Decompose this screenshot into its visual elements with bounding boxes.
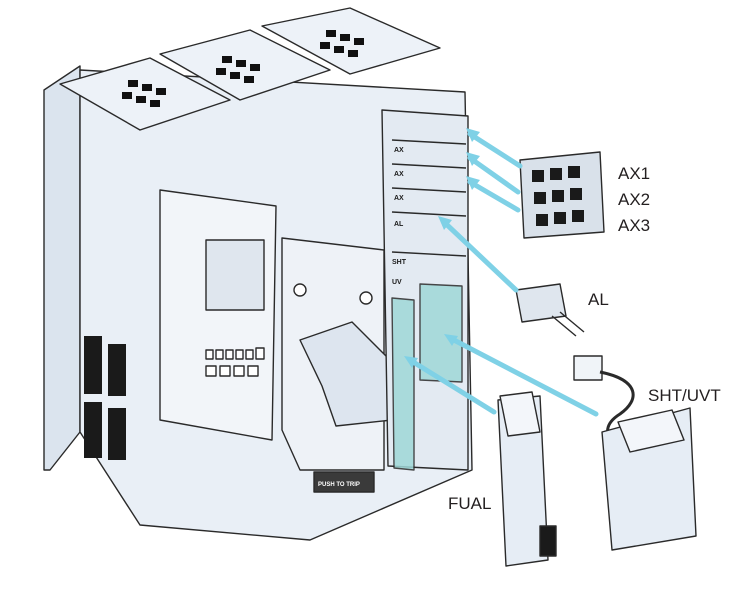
alarm-switch-accessory <box>515 283 585 337</box>
fual-terminal <box>539 525 557 557</box>
slot-mark-ax-1: AX <box>394 147 404 154</box>
sht-uvt-slot <box>419 283 463 383</box>
arrow-al <box>441 219 519 293</box>
trip-unit-module <box>159 189 277 441</box>
label-sht-uvt: SHT/UVT <box>648 386 721 405</box>
mechanism-screw <box>359 291 373 305</box>
fual-head <box>499 391 541 437</box>
terminal-screw-grid <box>122 30 364 107</box>
slot-mark-ax-2: AX <box>394 171 404 178</box>
trip-unit-housing <box>159 189 277 441</box>
circuit-breaker-body <box>43 7 473 541</box>
top-terminal-blocks <box>59 7 441 131</box>
al-lead <box>551 315 577 337</box>
arrow-fual <box>407 357 497 415</box>
coil-top <box>617 409 685 453</box>
mechanism-screw <box>293 283 307 297</box>
terminal-block-3 <box>261 7 441 75</box>
trip-unit-display <box>205 239 265 311</box>
fual-accessory <box>497 391 557 567</box>
arrow-ax1 <box>467 131 523 169</box>
coil-connector <box>573 355 603 381</box>
label-fual: FUAL <box>448 494 492 513</box>
push-to-trip-button <box>313 471 375 493</box>
device-marks: AX AX AX AL SHT UV PUSH TO TRIP <box>318 147 407 488</box>
al-lead <box>559 311 585 333</box>
accessory-compartment <box>381 109 469 471</box>
slot-mark-sht: SHT <box>392 259 407 266</box>
auxiliary-contact-block <box>519 151 605 239</box>
terminal-block-1 <box>59 57 231 131</box>
push-to-trip-label: PUSH TO TRIP <box>318 482 360 488</box>
mounting-arrows <box>404 128 599 417</box>
arrow-sht-uvt <box>447 335 599 417</box>
side-label-panels <box>84 336 126 460</box>
label-al: AL <box>588 290 609 309</box>
slot-mark-al: AL <box>394 221 404 228</box>
label-ax1: AX1 <box>618 164 651 183</box>
label-ax3: AX3 <box>618 216 651 235</box>
slot-mark-uv: UV <box>392 279 402 286</box>
arrow-ax3 <box>467 179 521 213</box>
trip-unit-buttons <box>205 347 265 377</box>
slot-mark-ax-3: AX <box>394 195 404 202</box>
label-ax2: AX2 <box>618 190 651 209</box>
breaker-left-side-panel <box>43 65 81 471</box>
ax-block-terminals <box>532 166 584 226</box>
fual-slot <box>391 297 415 471</box>
shunt-undervoltage-coil <box>573 355 697 551</box>
operating-mechanism <box>281 237 393 493</box>
arrow-ax2 <box>467 155 521 195</box>
al-body <box>515 283 567 323</box>
